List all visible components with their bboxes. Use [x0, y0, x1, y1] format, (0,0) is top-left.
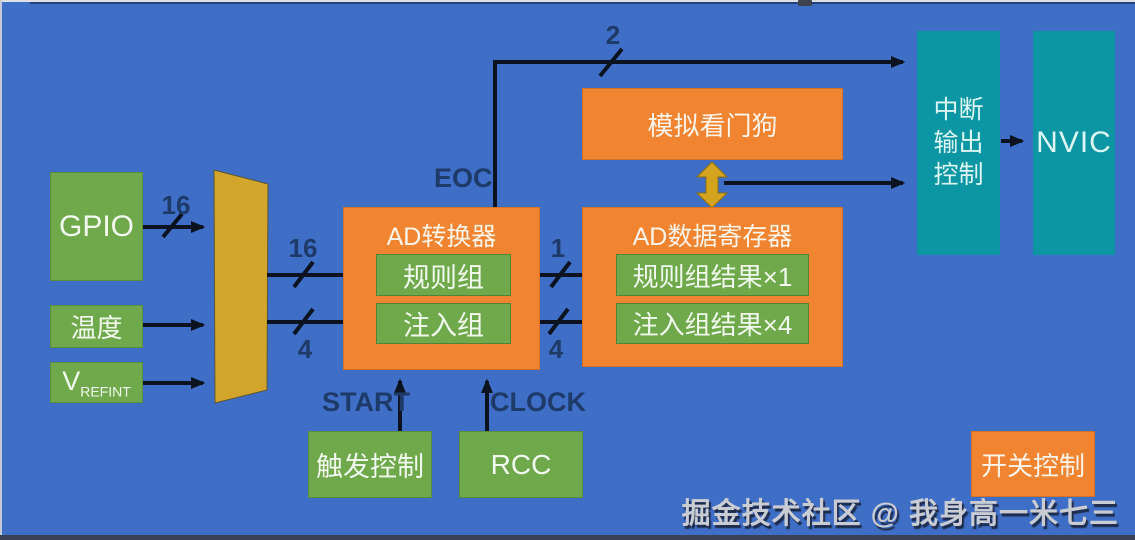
block-vrefint-label: VREFINT: [62, 366, 131, 400]
signal-label-eoc: EOC: [434, 163, 493, 193]
interrupt-output-control-label: 中断 输出 控制: [933, 96, 984, 190]
injected-group-label: 注入组: [403, 311, 484, 341]
bus-width-label-gpio: 16: [161, 190, 191, 220]
frame-bottom-bar: [0, 535, 1135, 540]
data-register-title: AD数据寄存器: [632, 223, 793, 251]
block-regular-group: 规则组: [376, 254, 511, 296]
rcc-label: RCC: [490, 448, 552, 480]
block-interrupt-output-control: 中断 输出 控制: [917, 31, 1000, 255]
frame-top-light-edge: [0, 0, 1135, 2]
frame-left-edge: [0, 0, 2, 540]
frame-top-dark-edge: [30, 2, 1135, 4]
mux-trapezoid: [213, 169, 269, 404]
block-temperature-label: 温度: [70, 313, 123, 343]
signal-label-clock: CLOCK: [490, 387, 586, 417]
injected-result-label: 注入组结果×4: [632, 310, 793, 340]
block-rcc: RCC: [459, 431, 583, 498]
block-injected-result: 注入组结果×4: [616, 303, 809, 344]
watermark: 掘金技术社区 @ 我身高一米七三: [681, 498, 1119, 530]
block-gpio: GPIO: [50, 172, 143, 281]
bus-width-label-eoc: 2: [605, 20, 621, 50]
bidirectional-arrow-watchdog-register: [695, 161, 729, 209]
block-switch-control: 开关控制: [971, 431, 1095, 497]
bus-slash-eoc: [598, 47, 624, 78]
bus-slash-mux-injected: [292, 307, 315, 336]
signal-label-start: START: [322, 387, 410, 417]
block-injected-group: 注入组: [376, 303, 511, 344]
regular-group-label: 规则组: [403, 262, 484, 293]
bus-slash-injected-result: [547, 307, 570, 336]
block-gpio-label: GPIO: [58, 209, 134, 243]
block-trigger-control: 触发控制: [308, 431, 432, 498]
cursor-artifact: [798, 0, 812, 6]
bus-width-label-regular: 16: [288, 233, 318, 263]
bus-width-label-injected-result: 4: [548, 334, 564, 364]
block-vrefint: VREFINT: [50, 362, 143, 403]
switch-control-label: 开关控制: [980, 450, 1085, 481]
bus-width-label-regular-result: 1: [550, 233, 566, 263]
block-temperature: 温度: [50, 305, 143, 348]
block-analog-watchdog: 模拟看门狗: [582, 88, 843, 160]
bus-width-label-injected: 4: [297, 334, 313, 364]
analog-watchdog-label: 模拟看门狗: [647, 110, 778, 141]
nvic-label: NVIC: [1036, 126, 1112, 159]
trigger-control-label: 触发控制: [316, 452, 424, 482]
block-regular-result: 规则组结果×1: [616, 254, 809, 296]
adc-converter-title: AD转换器: [386, 223, 497, 251]
vrefint-subscript: REFINT: [80, 383, 131, 400]
block-adc-converter: AD转换器 规则组 注入组: [343, 207, 540, 370]
block-nvic: NVIC: [1033, 31, 1115, 255]
regular-result-label: 规则组结果×1: [632, 261, 793, 292]
block-data-register: AD数据寄存器 规则组结果×1 注入组结果×4: [582, 207, 843, 367]
bus-slash-regular-result: [549, 260, 572, 289]
bus-slash-mux-regular: [292, 260, 315, 289]
